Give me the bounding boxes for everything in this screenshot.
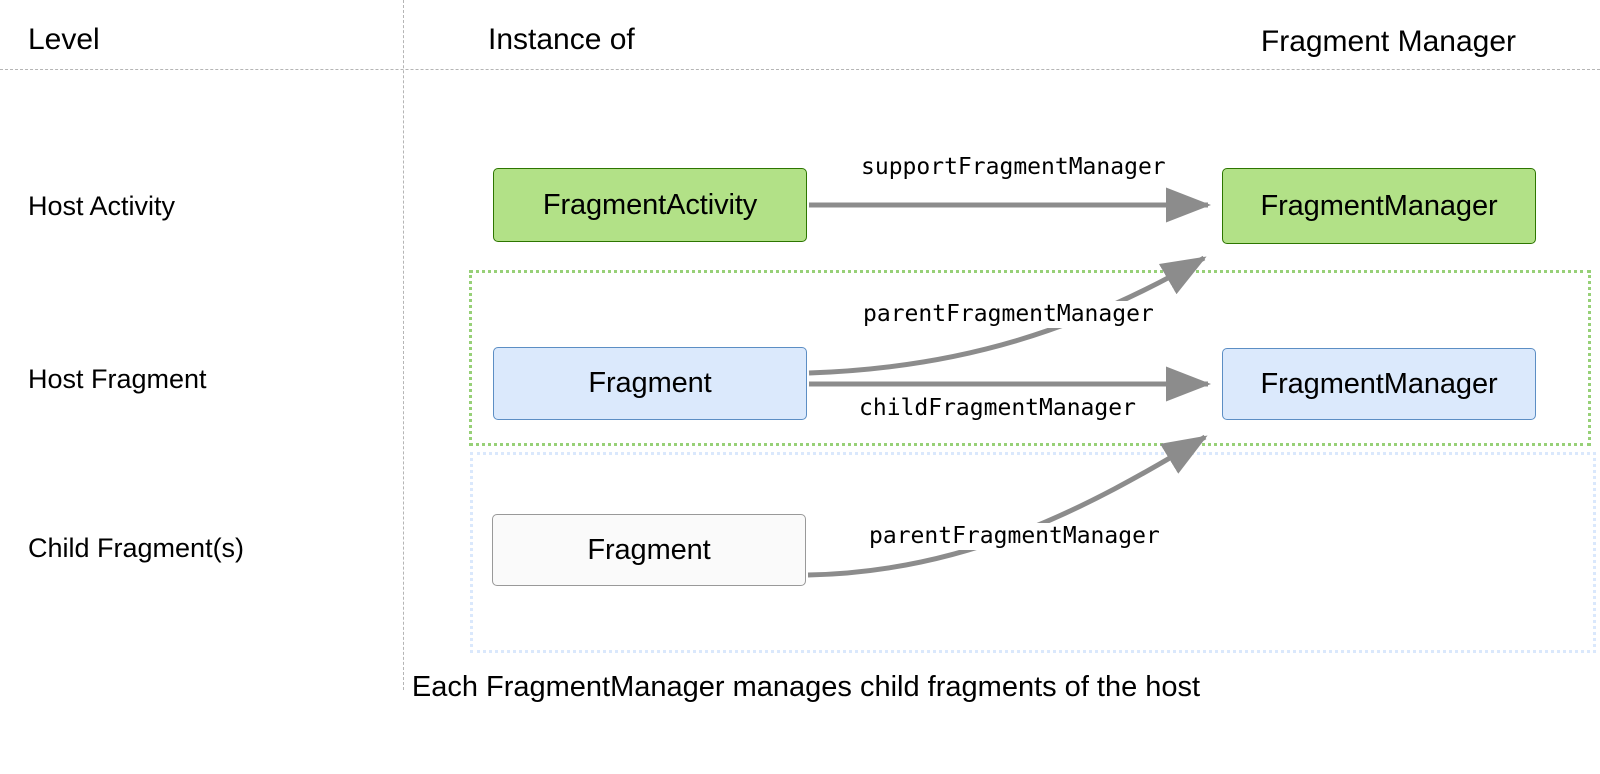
row-label-host-activity: Host Activity xyxy=(28,191,176,221)
column-header-fragment-manager: Fragment Manager xyxy=(1260,25,1516,58)
header-divider-line xyxy=(0,69,1600,70)
column-header-level: Level xyxy=(28,23,100,56)
node-fragment-manager-host-fragment[interactable]: FragmentManager xyxy=(1222,348,1536,420)
edge-label-support-fragment-manager: supportFragmentManager xyxy=(858,154,1169,181)
edge-label-parent-fragment-manager-host: parentFragmentManager xyxy=(860,301,1157,328)
column-header-instance-of: Instance of xyxy=(488,23,635,56)
node-fragment-host[interactable]: Fragment xyxy=(493,347,807,420)
column-divider-line xyxy=(403,0,404,690)
edge-label-parent-fragment-manager-child: parentFragmentManager xyxy=(866,523,1163,550)
node-fragment-child[interactable]: Fragment xyxy=(492,514,806,586)
edge-label-child-fragment-manager: childFragmentManager xyxy=(856,395,1139,422)
diagram-caption: Each FragmentManager manages child fragm… xyxy=(411,671,1201,703)
node-fragment-activity[interactable]: FragmentActivity xyxy=(493,168,807,242)
node-fragment-manager-activity[interactable]: FragmentManager xyxy=(1222,168,1536,244)
row-label-host-fragment: Host Fragment xyxy=(28,364,207,394)
row-label-child-fragment: Child Fragment(s) xyxy=(28,533,245,563)
